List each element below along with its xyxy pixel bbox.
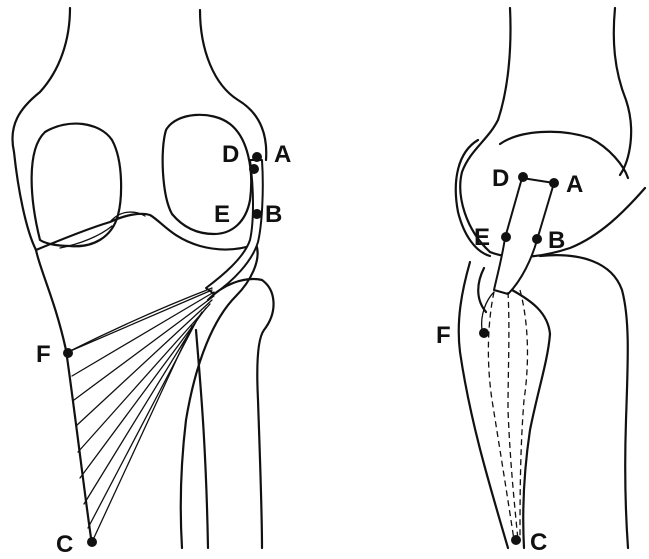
right-label-a: A: [566, 171, 583, 198]
right-point-d: [518, 172, 528, 182]
left-lateral-condyle: [32, 124, 121, 247]
right-point-c: [511, 535, 521, 545]
left-label-c: C: [56, 531, 73, 558]
left-label-b: B: [265, 201, 282, 228]
right-tibia: [459, 255, 628, 548]
left-point-b: [252, 209, 262, 219]
left-medial-condyle: [163, 115, 252, 234]
left-label-f: F: [36, 341, 51, 368]
left-point-a: [252, 152, 262, 162]
right-label-c: C: [530, 529, 547, 556]
left-tibia: [36, 244, 258, 548]
right-label-f: F: [436, 322, 451, 349]
right-ligament-course: [482, 290, 528, 540]
right-label-d: D: [492, 165, 509, 192]
left-label-a: A: [274, 141, 291, 168]
left-knee-view: D A E B F C: [12, 8, 291, 558]
right-point-e: [501, 232, 511, 242]
left-fibula: [196, 279, 274, 548]
right-label-b: B: [548, 227, 565, 254]
left-point-f: [63, 348, 73, 358]
right-femur: [460, 8, 631, 252]
left-ligament-fibres: [68, 288, 214, 542]
left-point-d: [249, 164, 259, 174]
left-label-e: E: [214, 201, 230, 228]
left-label-d: D: [222, 141, 239, 168]
right-point-a: [549, 178, 559, 188]
right-label-e: E: [474, 224, 490, 251]
right-knee-view: D A E B F C: [436, 8, 645, 556]
left-point-c: [87, 537, 97, 547]
right-point-b: [532, 234, 542, 244]
right-point-f: [479, 328, 489, 338]
left-menisci: [60, 212, 145, 248]
